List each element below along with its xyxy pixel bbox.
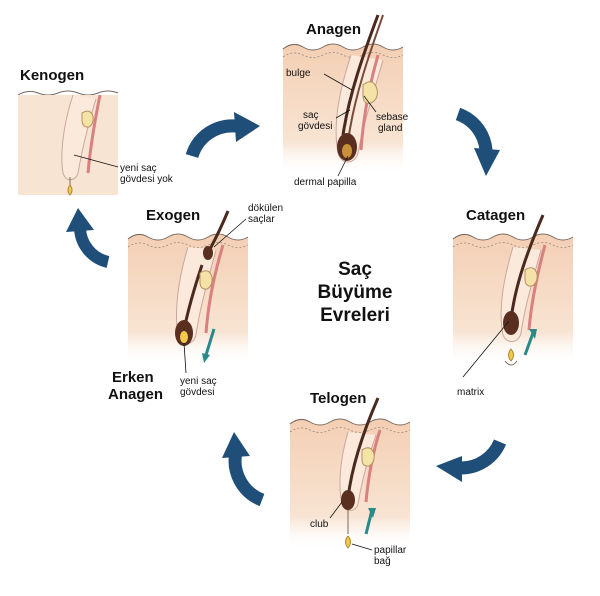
anagen-panel <box>282 14 404 176</box>
arrow-anagen-to-catagen <box>455 107 500 176</box>
label-papillar-2: bağ <box>374 556 391 567</box>
label-shaft-2: gövdesi <box>298 121 333 132</box>
label-papillar-1: papillar <box>374 545 407 556</box>
title-line-2: Büyüme <box>317 282 393 303</box>
label-shaft-1: saç <box>303 110 319 121</box>
arrow-exogen-to-kenogen <box>66 208 110 268</box>
telogen-panel <box>289 397 411 551</box>
anagen-pointers <box>323 73 377 177</box>
arrow-kenogen-to-anagen <box>185 112 260 159</box>
label-new-shaft-1: yeni saç <box>180 376 217 387</box>
label-new-shaft-2: gövdesi <box>180 387 215 398</box>
stage-title-anagen: Anagen <box>306 21 362 38</box>
label-shed-1: dökülen <box>248 203 284 214</box>
kenogen-panel <box>17 90 119 196</box>
label-gland-1: sebase <box>376 112 409 123</box>
label-no-shaft-2: gövdesi yok <box>120 174 173 185</box>
arrow-catagen-to-telogen <box>436 439 507 482</box>
label-matrix: matrix <box>457 387 485 398</box>
stage-title-catagen: Catagen <box>466 207 526 224</box>
stage-title-kenogen: Kenogen <box>20 67 85 84</box>
label-dermal-papilla: dermal papilla <box>294 177 357 188</box>
stage-title-exogen: Exogen <box>146 207 201 224</box>
stage-title-erken-anagen-2: Anagen <box>108 386 164 403</box>
catagen-panel <box>452 214 574 378</box>
arrow-telogen-to-exogen <box>222 432 265 507</box>
title-line-3: Evreleri <box>320 305 390 326</box>
stage-title-erken-anagen-1: Erken <box>112 369 154 386</box>
diagram-title: Saç Büyüme Evreleri <box>300 258 410 327</box>
label-club: club <box>310 519 329 530</box>
label-bulge: bulge <box>286 68 311 79</box>
label-shed-2: saçlar <box>248 214 275 225</box>
title-line-1: Saç <box>338 259 372 280</box>
label-gland-2: gland <box>378 123 403 134</box>
label-no-shaft-1: yeni saç <box>120 163 157 174</box>
exogen-panel <box>127 210 249 374</box>
stage-title-telogen: Telogen <box>310 390 367 407</box>
